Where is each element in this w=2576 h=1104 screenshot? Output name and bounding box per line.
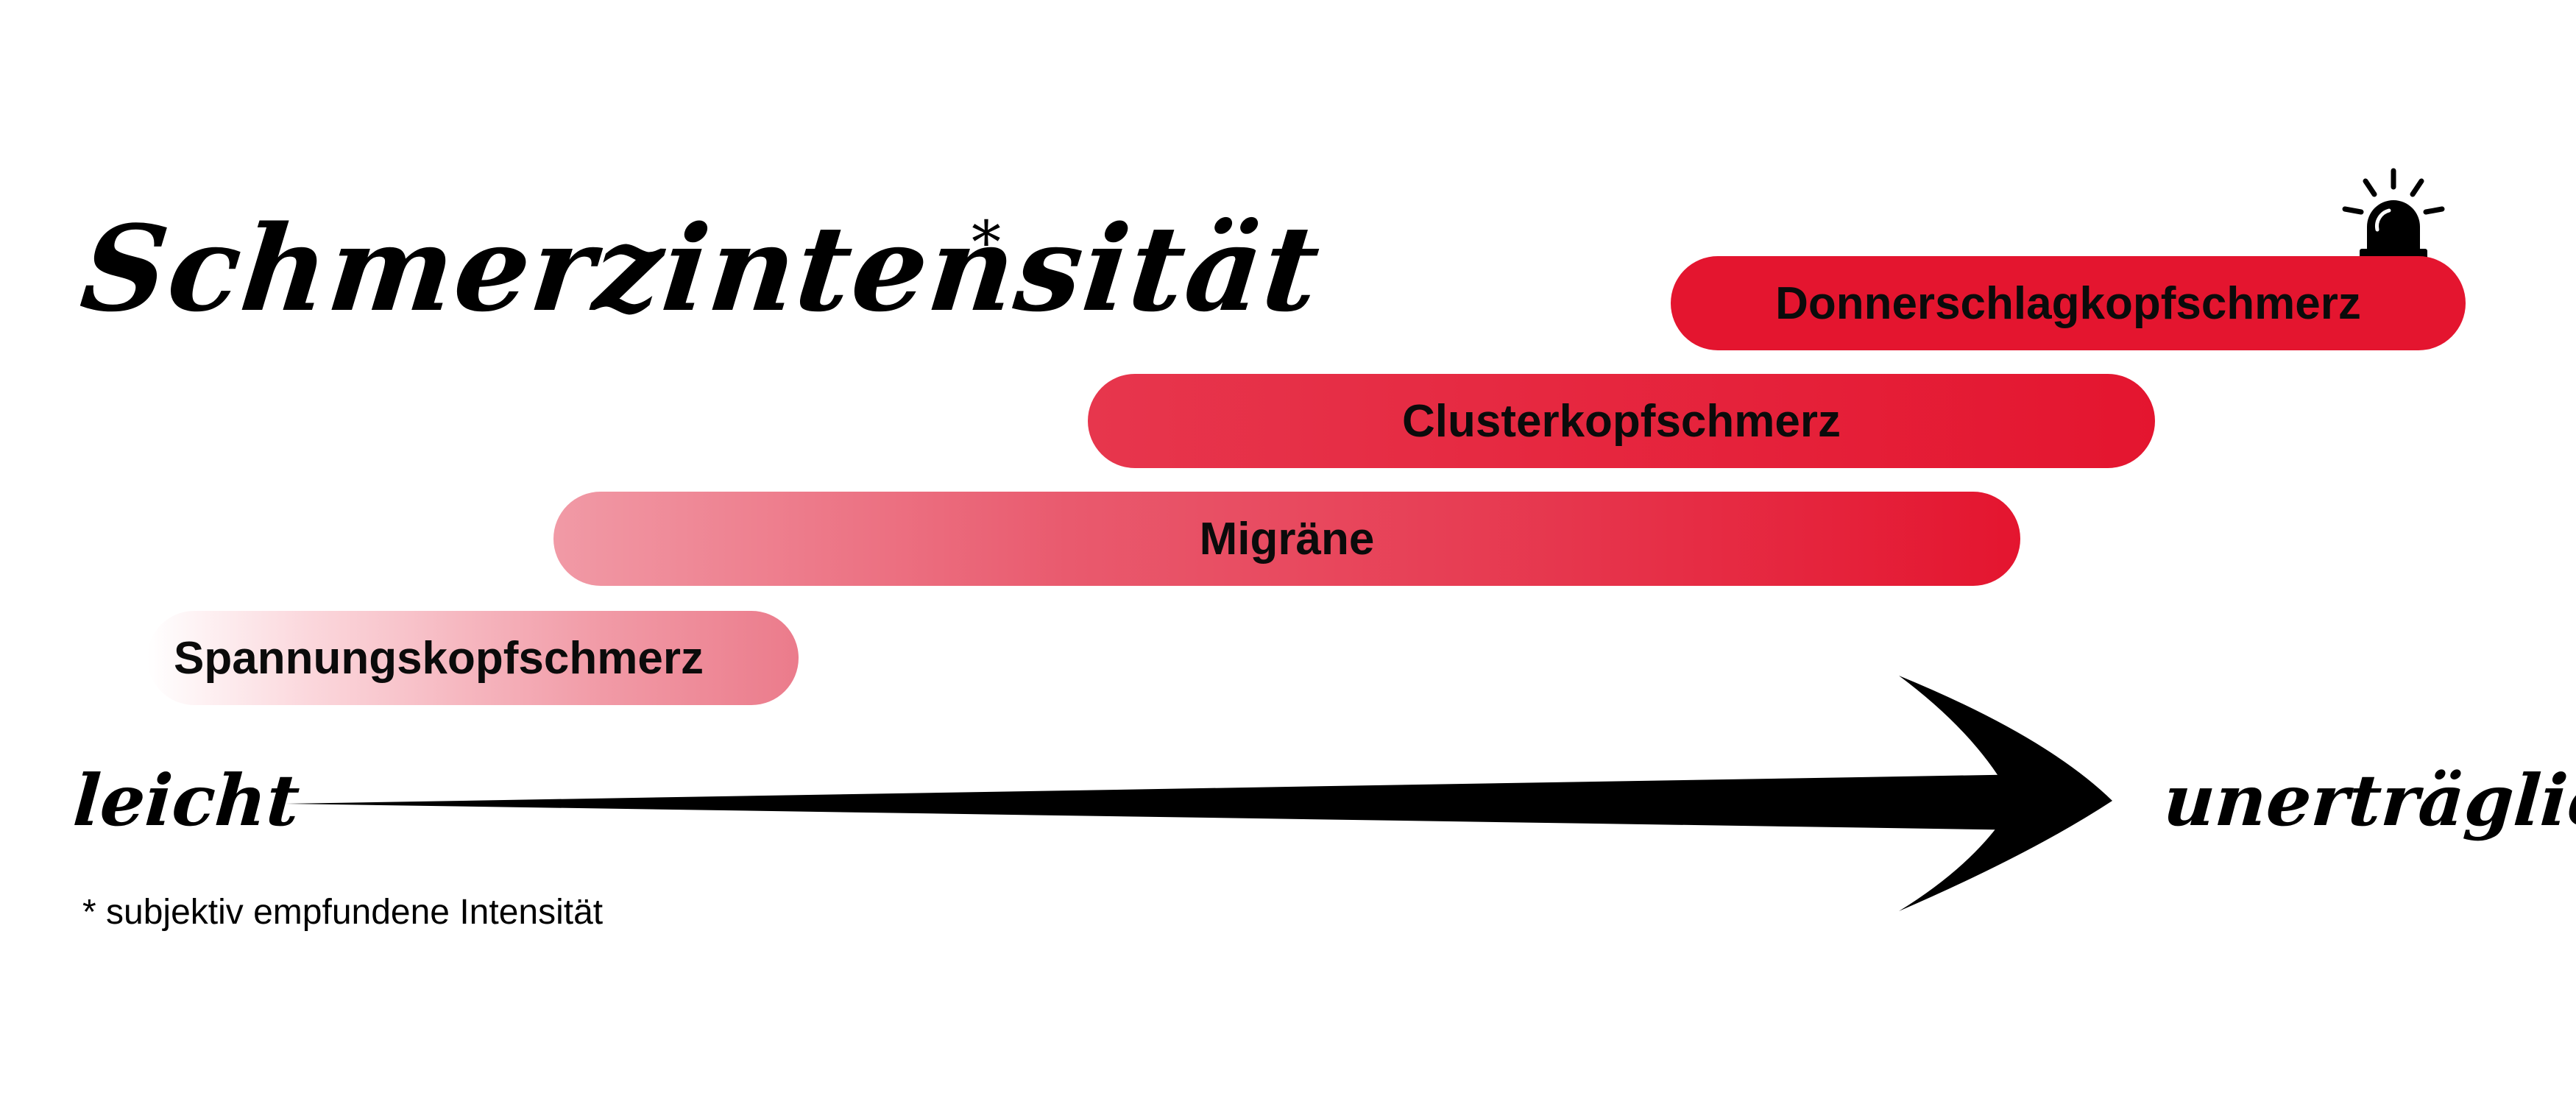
bar-spannungskopfschmerz: Spannungskopfschmerz <box>147 611 799 705</box>
footnote: * subjektiv empfundene Intensität <box>82 893 604 932</box>
arrow-head-icon <box>1899 676 2112 911</box>
axis-label-low: leicht <box>71 759 302 842</box>
bar-donnerschlagkopfschmerz: Donnerschlagkopfschmerz <box>1671 256 2466 350</box>
bar-label-migraene: Migräne <box>1199 513 1375 565</box>
bar-label-spannungskopfschmerz: Spannungskopfschmerz <box>174 632 704 684</box>
axis-label-high: unerträglich <box>2161 759 2576 842</box>
bar-label-clusterkopfschmerz: Clusterkopfschmerz <box>1401 395 1841 447</box>
bar-label-donnerschlagkopfschmerz: Donnerschlagkopfschmerz <box>1775 277 2361 329</box>
title-asterisk: * <box>972 208 1001 277</box>
arrow-shaft <box>286 774 2031 830</box>
bar-clusterkopfschmerz: Clusterkopfschmerz <box>1088 374 2155 468</box>
bar-migraene: Migräne <box>553 492 2020 586</box>
